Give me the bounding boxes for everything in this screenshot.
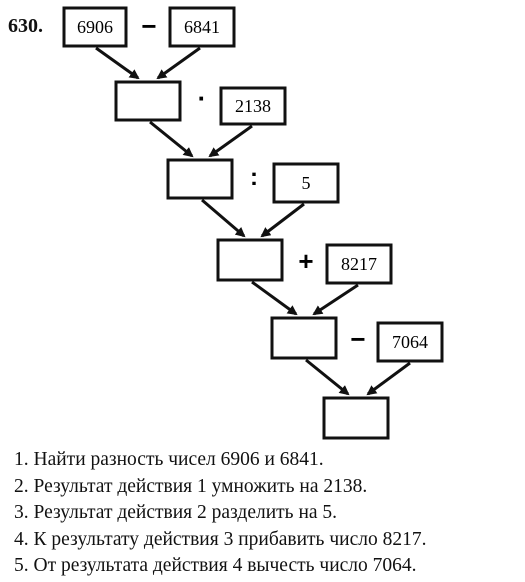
- operand-box-5: 5: [272, 162, 340, 204]
- operand-box-6906: 6906: [62, 6, 128, 48]
- result-box-4: [270, 316, 338, 360]
- instruction-5: 5. От результата действия 4 вычесть числ…: [14, 555, 417, 576]
- instructions-list: 1. Найти разность чисел 6906 и 6841. 2. …: [14, 447, 426, 580]
- result-box-2: [166, 158, 234, 200]
- operator-divide: :: [250, 164, 258, 191]
- operand-5-label: 5: [302, 173, 311, 193]
- arrow-8217-to-result-4: [312, 283, 359, 316]
- arrow-6906-to-result-1: [95, 46, 140, 80]
- operator-minus-1: −: [141, 11, 156, 41]
- operand-6906-label: 6906: [77, 17, 113, 37]
- operator-multiply: ·: [198, 83, 207, 113]
- operand-8217-label: 8217: [341, 254, 377, 274]
- operator-minus-2: −: [350, 324, 365, 354]
- result-box-3: [216, 238, 284, 282]
- computation-flow-diagram: 6906 − 6841 · 2138 : 5 + 8217 − 7064: [62, 6, 444, 440]
- arrow-5-to-result-3: [260, 202, 305, 238]
- operand-box-7064: 7064: [376, 321, 444, 363]
- instruction-2: 2. Результат действия 1 умножить на 2138…: [14, 475, 368, 497]
- arrow-result-3-to-result-4: [251, 280, 298, 316]
- operand-7064-label: 7064: [392, 332, 428, 352]
- operand-box-6841: 6841: [168, 6, 236, 48]
- arrow-2138-to-result-2: [208, 124, 253, 158]
- arrow-result-1-to-result-2: [149, 120, 194, 158]
- operand-6841-label: 6841: [184, 17, 220, 37]
- arrow-result-4-to-final: [305, 358, 350, 396]
- operand-box-2138: 2138: [219, 86, 287, 126]
- problem-number: 630.: [8, 15, 43, 37]
- arrow-result-2-to-result-3: [201, 198, 246, 238]
- arrow-6841-to-result-1: [156, 46, 201, 80]
- instruction-4: 4. К результату действия 3 прибавить чис…: [14, 528, 427, 550]
- result-box-1: [114, 80, 182, 122]
- operand-box-8217: 8217: [325, 243, 393, 285]
- instruction-1: 1. Найти разность чисел 6906 и 6841.: [14, 449, 324, 470]
- arrow-7064-to-final: [366, 361, 411, 396]
- operand-2138-label: 2138: [235, 96, 271, 116]
- instruction-3: 3. Результат действия 2 разделить на 5.: [14, 502, 338, 523]
- operator-plus: +: [298, 246, 313, 276]
- result-box-final: [322, 396, 390, 440]
